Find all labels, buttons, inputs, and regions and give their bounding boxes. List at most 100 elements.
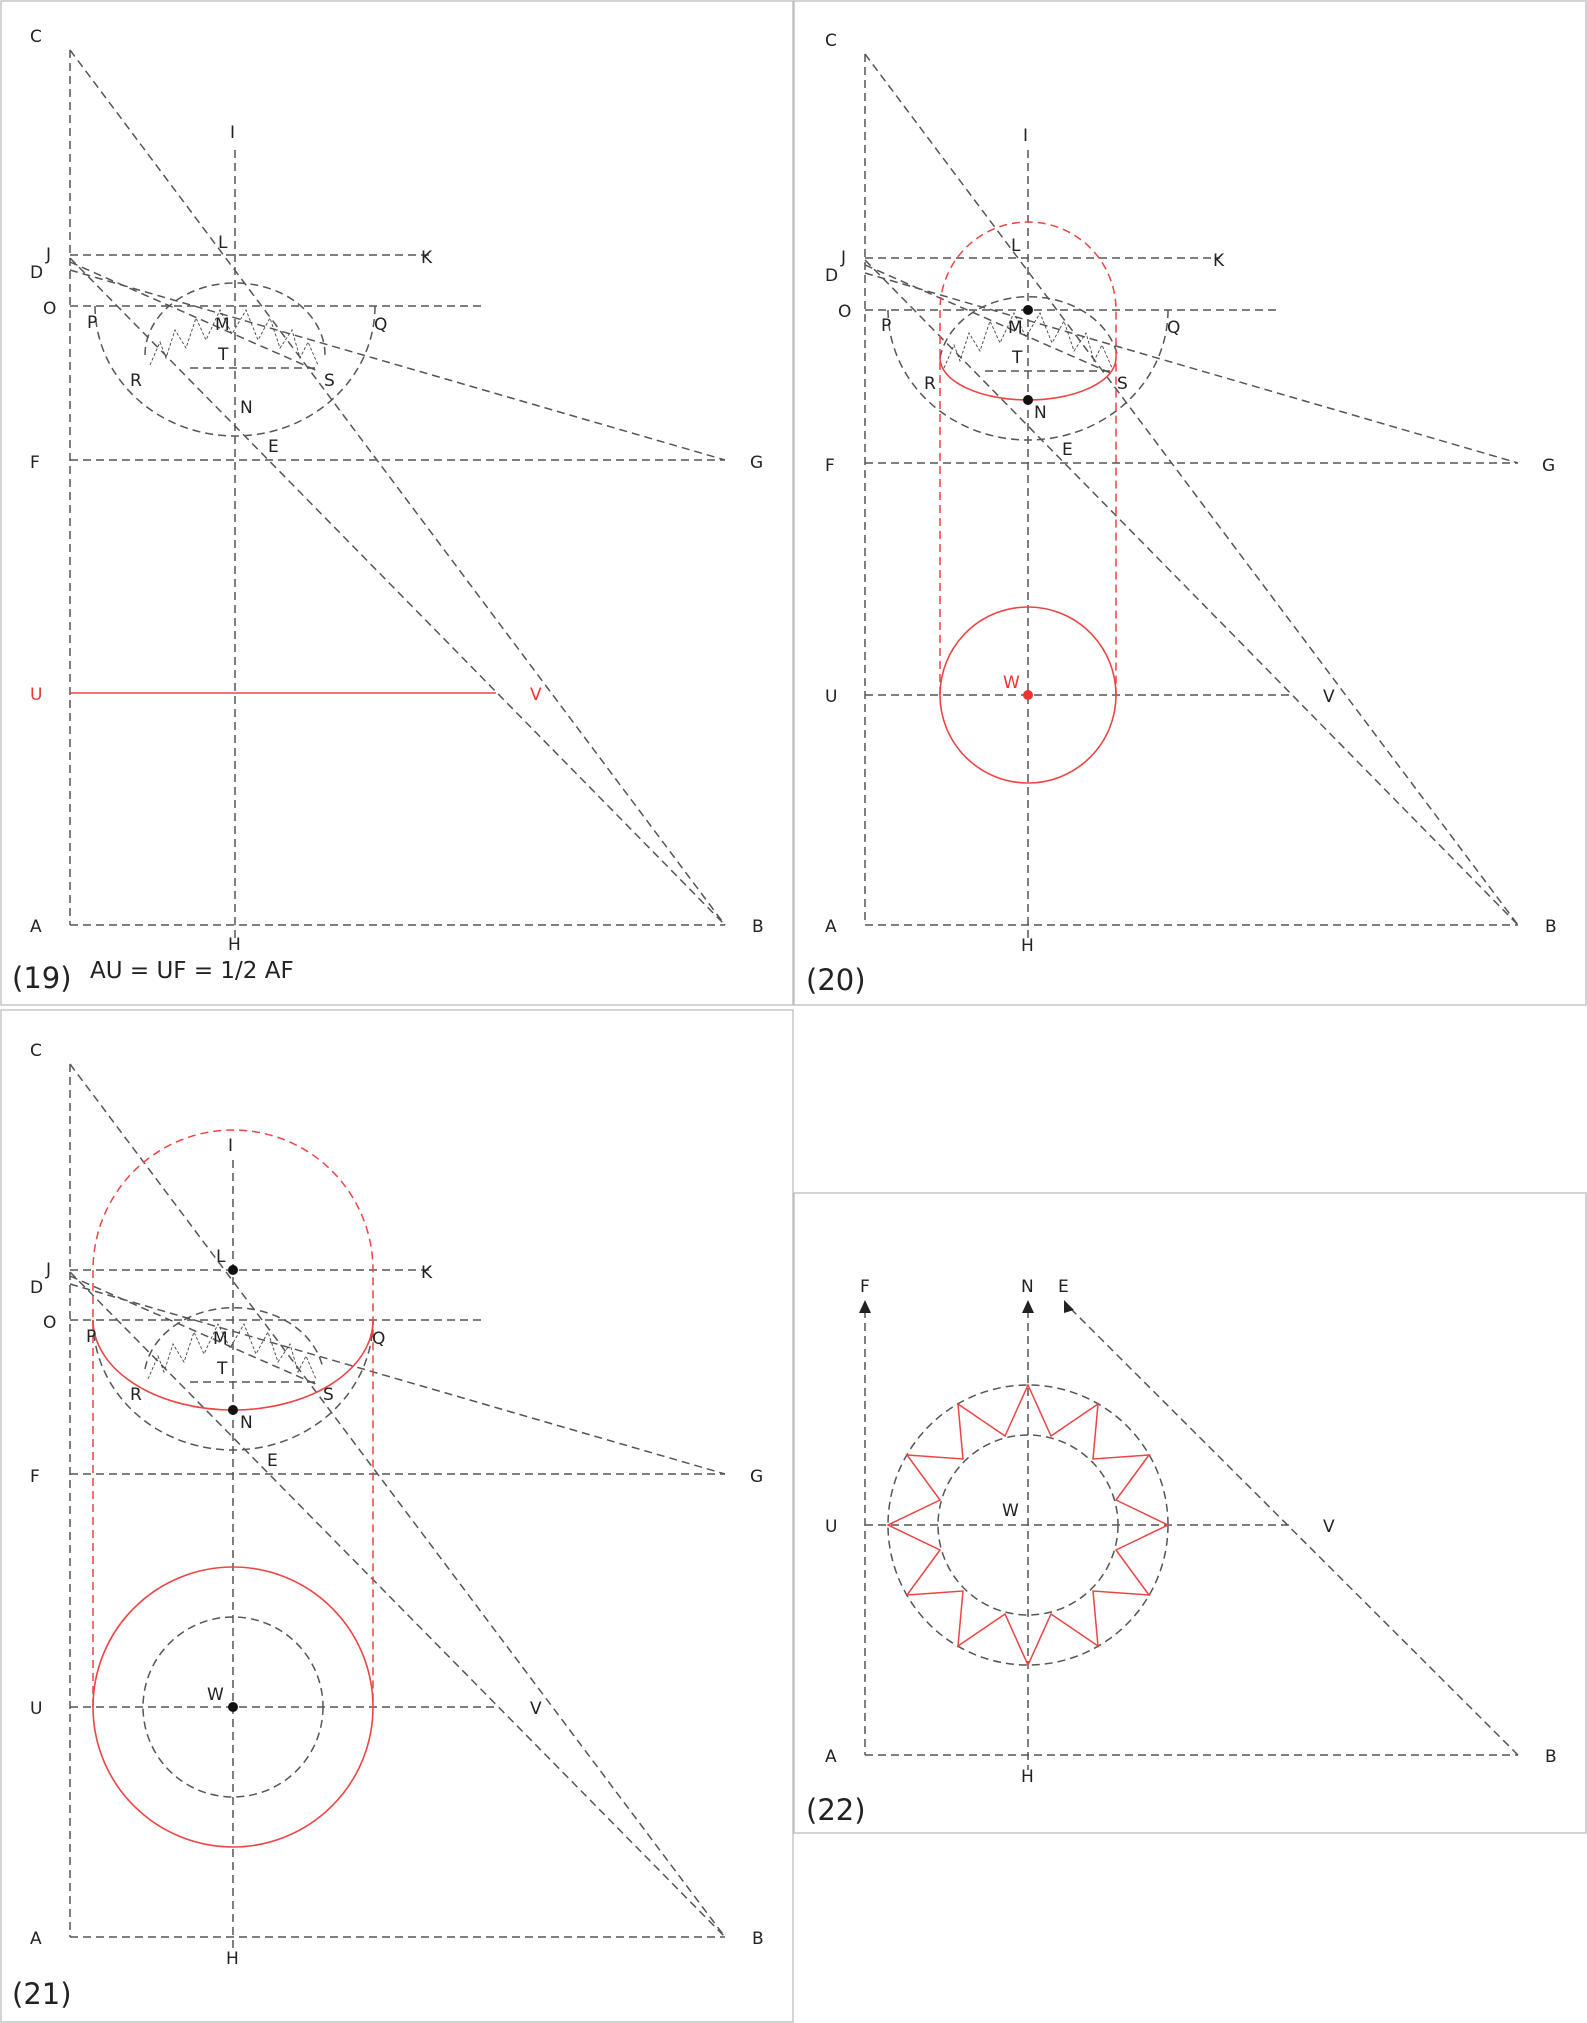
line-ds — [69, 1275, 321, 1387]
label-d: D — [30, 1278, 43, 1298]
label-k: K — [421, 248, 433, 268]
point-n — [228, 1405, 238, 1415]
label-t: T — [1011, 348, 1023, 368]
label-o: O — [838, 302, 851, 322]
outer-arc — [887, 309, 1169, 441]
label-c: C — [30, 27, 42, 47]
edge-cb — [69, 1063, 726, 1938]
line-dg — [69, 1283, 726, 1475]
panel-19-labels: C I J D L K O P M Q T R S N E F G U V A … — [12, 27, 764, 995]
label-a: A — [30, 917, 42, 937]
label-q: Q — [1167, 318, 1180, 338]
label-u: U — [30, 685, 42, 705]
panel-19-construction-lines — [69, 49, 726, 940]
label-n: N — [240, 1413, 253, 1433]
label-n: N — [1021, 1277, 1034, 1297]
label-q: Q — [372, 1329, 385, 1349]
label-h: H — [226, 1949, 239, 1969]
label-g: G — [750, 453, 763, 473]
line-dg — [864, 272, 1519, 464]
label-i: I — [1023, 126, 1028, 146]
tangent-capsule — [939, 221, 1117, 695]
label-m: M — [213, 1329, 228, 1349]
label-c: C — [30, 1041, 42, 1061]
label-k: K — [1213, 251, 1225, 271]
label-b: B — [1545, 917, 1557, 937]
panel-22-frame — [793, 1192, 1587, 1834]
panel-22-labels: F N E U W V A H B (22) — [806, 1277, 1557, 1827]
label-f: F — [30, 453, 40, 473]
label-l: L — [216, 1247, 226, 1267]
circle-w — [939, 606, 1117, 784]
label-u: U — [825, 687, 837, 707]
label-p: P — [86, 1327, 96, 1347]
label-i: I — [228, 1136, 233, 1156]
label-d: D — [825, 266, 838, 286]
arrowhead-n-icon — [1022, 1300, 1034, 1313]
label-p: P — [881, 316, 891, 336]
label-v: V — [530, 685, 542, 705]
label-h: H — [1021, 1767, 1034, 1787]
label-h: H — [228, 935, 241, 955]
label-w: W — [1003, 673, 1020, 693]
label-n: N — [1034, 403, 1047, 423]
spike-arc — [939, 296, 1119, 359]
point-w — [1023, 690, 1033, 700]
panel-22: F N E U W V A H B (22) — [793, 1192, 1587, 1834]
spike-ring — [149, 308, 319, 366]
line-be — [1067, 1305, 1519, 1756]
label-e: E — [1062, 440, 1073, 460]
label-e: E — [267, 1451, 278, 1471]
label-a: A — [825, 917, 837, 937]
label-g: G — [750, 1467, 763, 1487]
panel-20: C I J D L K O P M Q T R S N E F G U W V … — [793, 0, 1587, 1006]
label-c: C — [825, 31, 837, 51]
label-b: B — [1545, 1747, 1557, 1767]
line-db — [69, 257, 726, 926]
inner-circle-w — [142, 1616, 324, 1798]
line-db — [864, 259, 1519, 926]
label-s: S — [1117, 374, 1128, 394]
panel-number: (19) — [12, 961, 72, 995]
spike-ring — [147, 1322, 317, 1380]
label-j: J — [45, 245, 51, 265]
label-k: K — [421, 1263, 433, 1283]
label-b: B — [752, 917, 764, 937]
label-f: F — [825, 456, 835, 476]
label-r: R — [130, 1385, 142, 1405]
label-q: Q — [374, 315, 387, 335]
panel-21: C I J D L K O P M Q T R S N E F G U W V … — [0, 1009, 794, 2023]
star-polygon — [886, 1383, 1170, 1667]
label-w: W — [207, 1685, 224, 1705]
label-e: E — [1058, 1277, 1069, 1297]
panel-note: AU = UF = 1/2 AF — [90, 958, 294, 984]
label-b: B — [752, 1929, 764, 1949]
label-a: A — [30, 1929, 42, 1949]
panel-20-frame — [793, 0, 1587, 1006]
panel-22-construction-lines — [859, 1300, 1519, 1770]
edge-cb — [864, 53, 1519, 926]
label-i: I — [230, 123, 235, 143]
label-r: R — [924, 374, 936, 394]
label-v: V — [1323, 1517, 1335, 1537]
outer-arc — [94, 305, 376, 437]
panel-20-labels: C I J D L K O P M Q T R S N E F G U W V … — [806, 31, 1557, 997]
label-r: R — [130, 371, 142, 391]
label-o: O — [43, 299, 56, 319]
label-l: L — [218, 233, 228, 253]
label-u: U — [30, 1699, 42, 1719]
label-w: W — [1002, 1501, 1019, 1521]
panel-21-frame — [0, 1009, 794, 2023]
panel-number: (22) — [806, 1793, 866, 1827]
panel-21-construction-lines — [69, 1063, 726, 1952]
label-p: P — [87, 313, 97, 333]
label-n: N — [240, 398, 253, 418]
label-h: H — [1021, 936, 1034, 956]
panel-19-frame — [0, 0, 794, 1006]
label-m: M — [215, 315, 230, 335]
edge-cb — [69, 49, 726, 926]
label-v: V — [1323, 687, 1335, 707]
label-e: E — [268, 437, 279, 457]
label-j: J — [45, 1260, 51, 1280]
